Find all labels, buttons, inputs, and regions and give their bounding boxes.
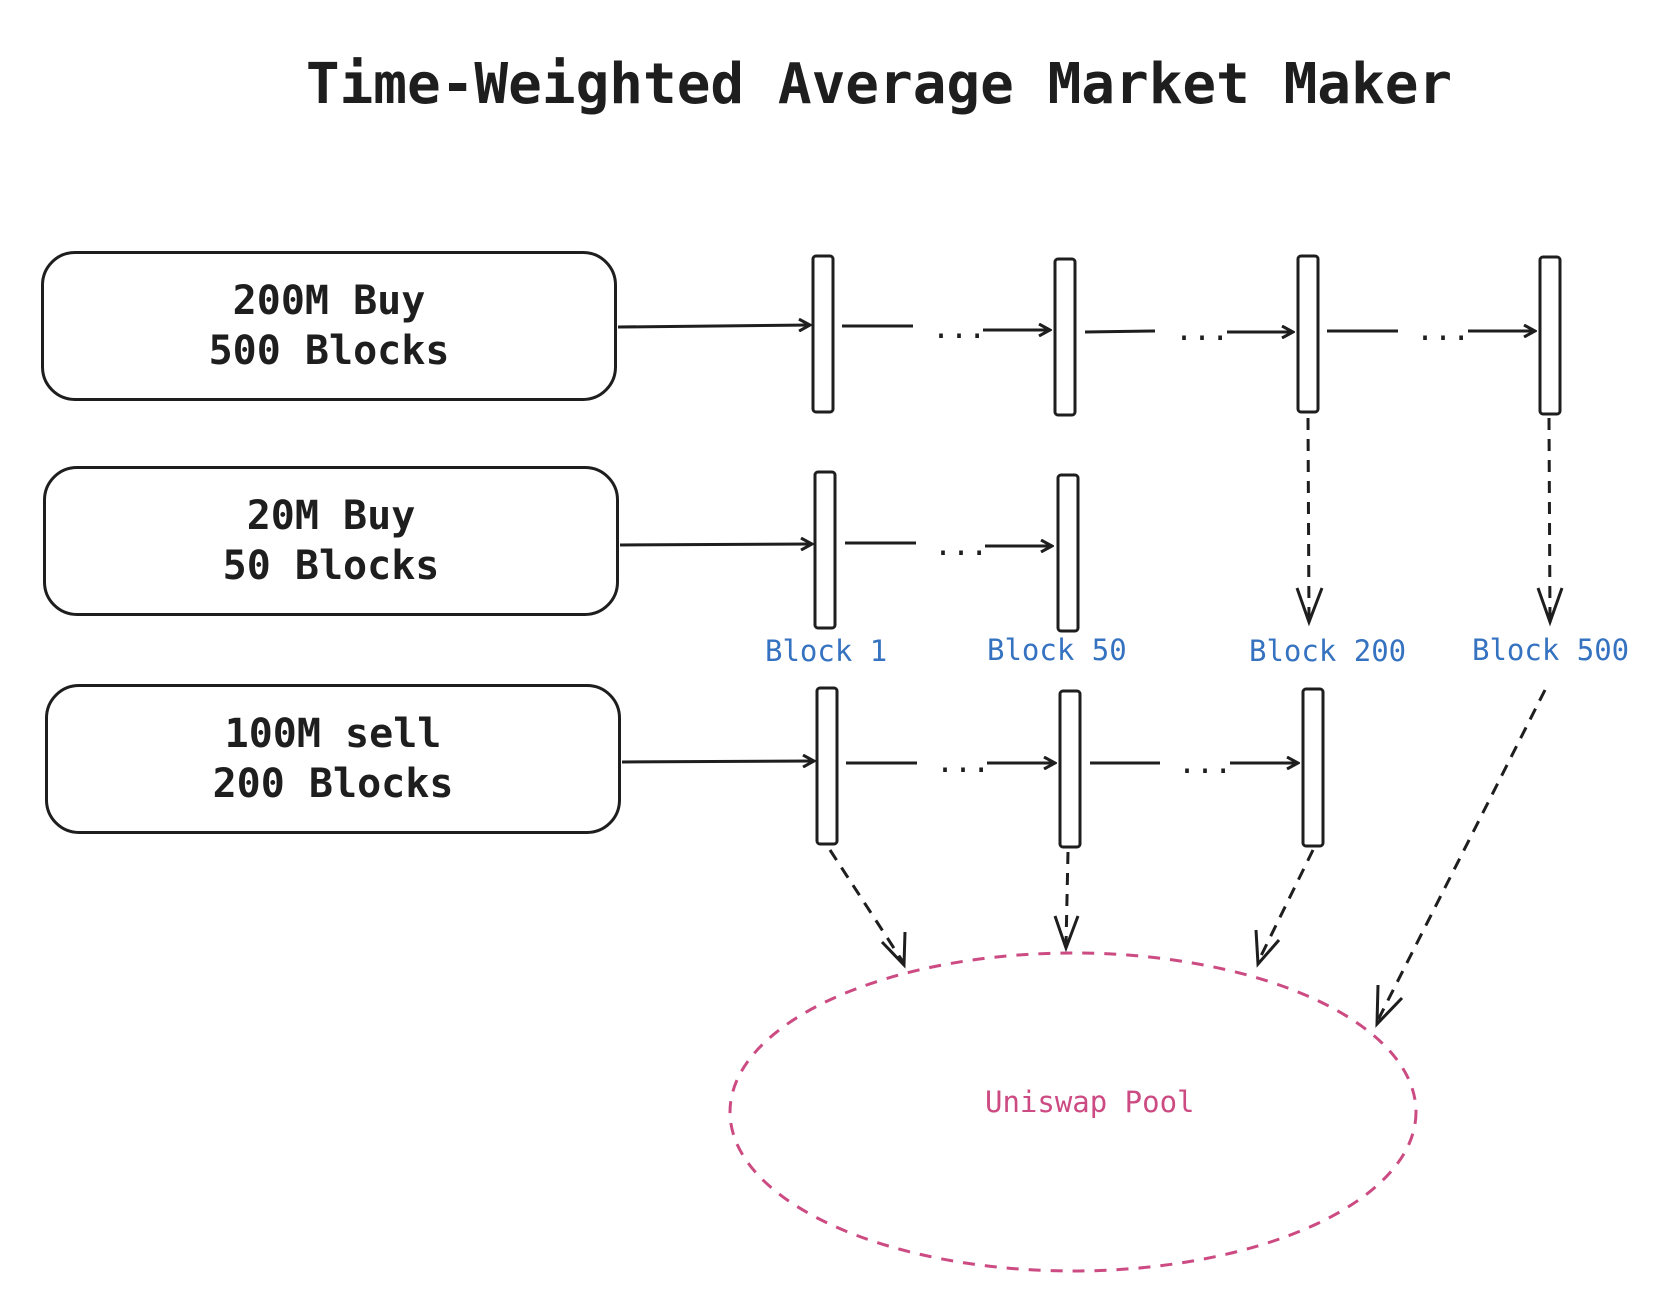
block-label-50: Block 50 — [987, 633, 1127, 667]
block-label-200: Block 200 — [1249, 634, 1407, 668]
order-duration: 200 Blocks — [212, 761, 454, 807]
order-amount: 20M Buy — [246, 493, 416, 539]
dashed-arrow-heads — [880, 587, 1564, 1028]
block-bar — [1538, 255, 1562, 416]
ellipsis: ... — [1178, 746, 1232, 781]
dashed-arrow — [1064, 851, 1070, 946]
dashed-arrow — [1547, 417, 1552, 621]
ellipsis: ... — [1175, 313, 1229, 348]
block-bar — [1053, 257, 1077, 417]
arrow — [617, 325, 810, 327]
order-amount: 200M Buy — [232, 278, 426, 324]
block-label-500: Block 500 — [1472, 633, 1630, 667]
block-label-1: Block 1 — [765, 634, 888, 668]
uniswap-pool-ellipse — [728, 951, 1418, 1273]
block-bar — [811, 254, 835, 414]
block-bar — [813, 470, 837, 630]
row-20m-buy — [619, 470, 1080, 633]
ellipsis: ... — [936, 745, 990, 780]
order-box-100m-sell: 100M sell 200 Blocks — [45, 684, 621, 834]
dashed-arrow — [1376, 689, 1547, 1021]
block-bar — [1058, 689, 1082, 849]
ellipsis: ... — [1416, 313, 1470, 348]
arrow — [621, 761, 814, 762]
ellipsis: ... — [932, 311, 986, 346]
order-box-200m-buy: 200M Buy 500 Blocks — [41, 251, 617, 401]
block-bar — [1296, 254, 1320, 414]
block-bar — [1056, 473, 1080, 633]
block-bar — [815, 686, 839, 846]
arrow — [619, 544, 812, 545]
dashed-arrow — [1256, 849, 1315, 963]
ellipsis: ... — [934, 528, 988, 563]
dashed-arrow — [1306, 417, 1311, 621]
order-amount: 100M sell — [224, 711, 442, 757]
block-bar — [1301, 687, 1325, 848]
order-duration: 500 Blocks — [208, 328, 450, 374]
segment — [1084, 329, 1156, 334]
page-title: Time-Weighted Average Market Maker — [305, 52, 1453, 117]
order-box-20m-buy: 20M Buy 50 Blocks — [43, 466, 619, 616]
row-100m-sell — [621, 686, 1325, 849]
dashed-arrows — [828, 417, 1552, 1021]
uniswap-pool-label: Uniswap Pool — [985, 1085, 1195, 1119]
dashed-arrow — [828, 849, 905, 963]
row-200m-buy — [617, 254, 1562, 417]
order-duration: 50 Blocks — [222, 543, 440, 589]
